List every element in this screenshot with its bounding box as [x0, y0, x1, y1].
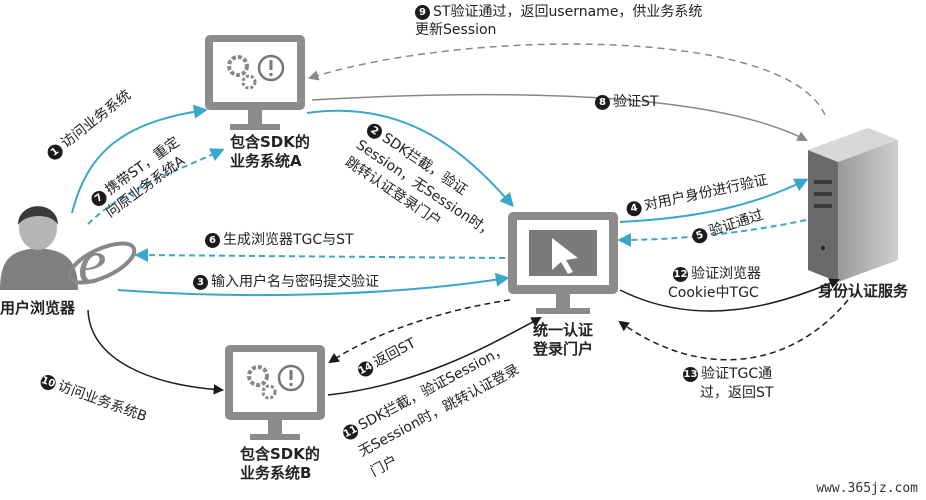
gear-icon [247, 365, 269, 387]
business-system-b-monitor [225, 345, 325, 440]
arrow-step1 [71, 104, 208, 214]
arrow-step7 [87, 148, 225, 225]
arrow-step4 [619, 178, 809, 223]
arrow-step13 [618, 299, 849, 361]
sys-a-label-1: 包含SDK的 [230, 133, 310, 151]
portal-label-1: 统一认证 [533, 321, 594, 339]
watermark: www.365jz.com [816, 481, 918, 496]
ie-browser-icon: e [67, 226, 137, 297]
portal-monitor [508, 212, 618, 314]
alert-icon [277, 364, 305, 392]
user-avatar-icon [0, 206, 78, 290]
arrow-step9 [307, 43, 826, 116]
gear-icon [241, 74, 257, 90]
arrow-step3 [117, 272, 510, 297]
arrow-step10 [87, 309, 225, 395]
arrow-step11 [327, 317, 542, 396]
step13-label-line2: 过，返回ST [700, 385, 774, 401]
sys-b-label-1: 包含SDK的 [240, 445, 320, 463]
portal-label-2: 登录门户 [533, 340, 594, 358]
arrow-step5 [617, 219, 807, 247]
alert-icon [257, 54, 285, 82]
step12-label-line2: Cookie中TGC [668, 285, 759, 301]
cursor-icon [552, 238, 578, 274]
arrow-step12 [619, 278, 840, 312]
arrow-step14 [328, 299, 511, 364]
gear-icon [227, 55, 249, 77]
arrow-step8 [311, 93, 808, 141]
sys-b-label-2: 业务系统B [240, 464, 312, 482]
arrow-step2 [306, 109, 514, 208]
step9-label-line2: 更新Session [415, 22, 497, 38]
auth-server-icon [808, 128, 898, 282]
gear-icon [261, 384, 277, 400]
sys-a-label-2: 业务系统A [230, 152, 302, 170]
business-system-a-monitor [205, 35, 305, 130]
browser-label: 用户浏览器 [0, 299, 76, 317]
arrow-step6 [134, 248, 506, 263]
svg-text:e: e [78, 226, 106, 297]
auth-service-label: 身份认证服务 [818, 282, 909, 300]
